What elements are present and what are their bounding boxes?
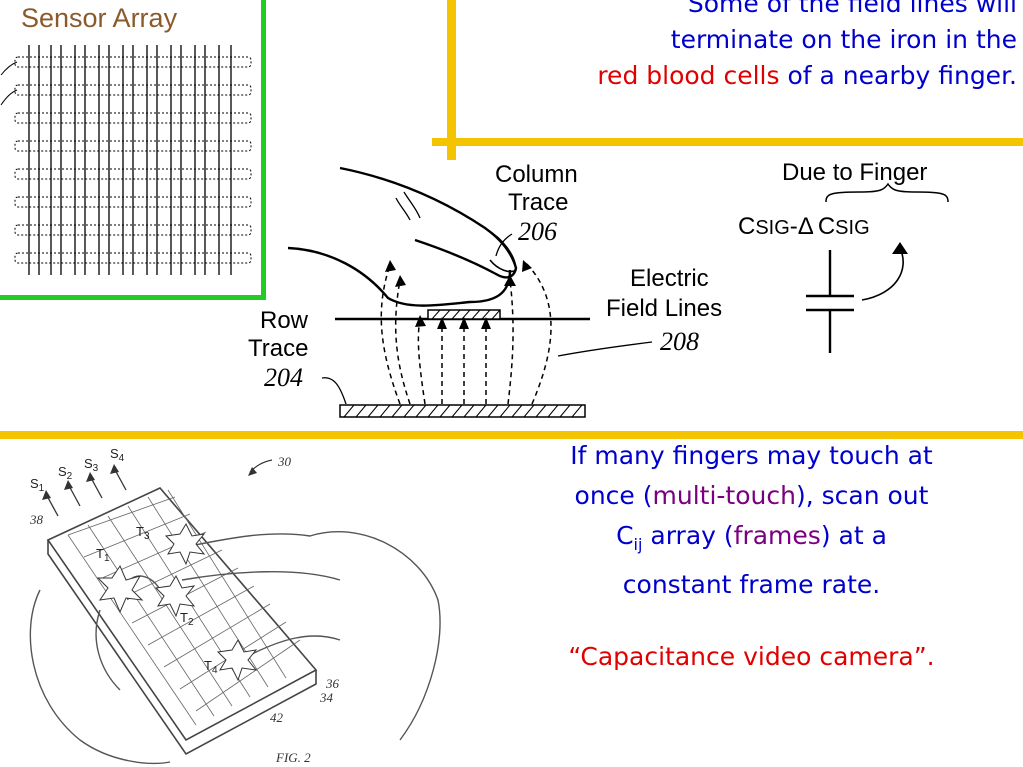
label-t2: T2 [180,610,194,628]
once-text: once ( [574,481,653,510]
row-trace-leader [321,377,347,405]
capacitor-arrowhead [892,242,908,254]
due-to-finger-brace [825,182,949,203]
electric-field-number: 208 [660,327,699,356]
bottom-caption-line-4: constant frame rate. [622,570,881,599]
finger-field-diagram: Column Trace 206 Electric Field Lines 20… [248,159,949,418]
field-line-arrowheads [385,260,532,329]
top-caption: Some of the field lines will terminate o… [457,0,1017,92]
label-s4: S4 [110,446,125,464]
row-trace-hatch [343,404,583,418]
bottom-caption-line-1: If many fingers may touch at [570,441,933,470]
nearby-finger-text: of a nearby finger. [779,61,1017,90]
yellow-rule-horizontal-top [432,138,1023,146]
label-ref-36: 36 [325,676,340,691]
touch-bursts [96,522,258,682]
row-trace-electrode [339,404,586,418]
c-ij-subscript: ij [633,535,643,554]
column-trace-hatch [431,309,501,320]
c-ij-symbol: C [616,521,634,550]
touch-tablet-edge [47,540,317,756]
due-to-finger-label: Due to Finger [782,159,927,186]
scan-out-text: ), scan out [795,481,929,510]
right-hand [181,531,441,741]
column-trace-label: Column [495,161,578,188]
electric-field-leader [557,341,653,357]
sensor-column-lines [28,45,232,275]
multi-touch-text: multi-touch [652,481,796,510]
sensor-row-lines [14,56,252,264]
column-trace-number: 206 [518,217,557,246]
signal-arrowheads [42,464,119,500]
frames-text: frames [733,521,821,550]
electric-field-lines [380,261,552,405]
label-ref-34: 34 [319,690,334,705]
sensor-array-title: Sensor Array [21,3,178,33]
delta-symbol: -Δ [790,213,814,240]
ref-30-arrowhead [248,467,257,476]
red-blood-cells-text: red blood cells [597,61,780,90]
electric-field-label-2: Field Lines [606,295,722,322]
multitouch-figure: S1 S2 S3 S4 30 38 T1 T3 T2 T4 36 34 42 F… [29,446,441,765]
column-trace-label-2: Trace [508,189,568,216]
label-t4: T4 [204,658,218,676]
label-ref-42: 42 [270,710,284,725]
label-t3: T3 [136,524,150,542]
row-trace-label-2: Trace [248,335,308,362]
row-trace-label: Row [260,307,309,334]
label-s1: S1 [30,476,45,494]
c-sig-symbol-1: C [738,213,755,240]
label-ref-38: 38 [29,512,44,527]
sensor-leads [0,61,18,106]
c-sig-subscript-2: SIG [835,217,869,239]
label-ref-30: 30 [277,454,292,469]
capacitor-symbol [806,250,854,353]
sensor-grid [0,45,252,275]
finger-crease [395,191,421,221]
row-trace-number: 204 [264,363,303,392]
capacitance-video-camera-quote: “Capacitance video camera”. [568,642,935,671]
bottom-caption: If many fingers may touch at once (multi… [480,440,1023,673]
c-sig-subscript-1: SIG [755,217,789,239]
top-caption-line-1: Some of the field lines will [687,0,1017,18]
figure-caption: FIG. 2 [275,750,311,765]
sensor-array-panel: Sensor Array [0,0,266,300]
array-text: array ( [642,521,734,550]
fingernail [486,229,517,273]
electric-field-label: Electric [630,265,709,292]
bottom-caption-line-3: Cij array (frames) at a [480,520,1023,561]
label-s3: S3 [84,456,99,474]
label-t1: T1 [96,546,110,564]
top-caption-line-2: terminate on the iron in the [670,25,1017,54]
bottom-caption-line-2: once (multi-touch), scan out [480,480,1023,512]
yellow-rule-horizontal-middle [0,431,1023,439]
at-a-text: ) at a [820,521,887,550]
yellow-rule-vertical-top [447,0,456,160]
label-s2: S2 [58,464,73,482]
top-caption-line-3: red blood cells of a nearby finger. [457,60,1017,92]
c-sig-symbol-2: C [818,213,835,240]
capacitor-arrow [861,247,904,301]
column-trace-leader [495,233,513,257]
